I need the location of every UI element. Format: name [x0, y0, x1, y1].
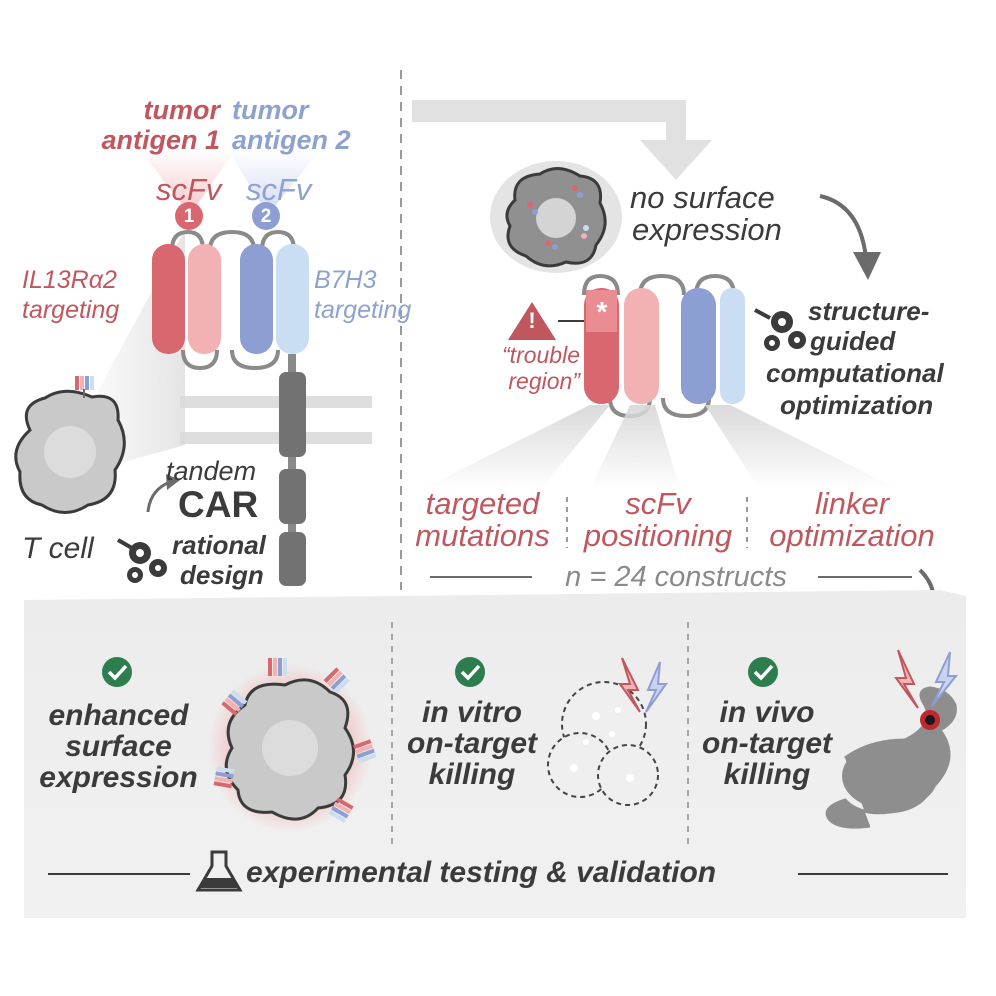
curve-arrow-icon: [819, 194, 868, 259]
check-icon: [748, 657, 778, 687]
strategy-1-line2: mutations: [415, 518, 550, 553]
il13-target-line2: targeting: [22, 296, 120, 324]
killed-cells-icon: [547, 681, 659, 806]
membrane-top: [180, 396, 372, 408]
lightning-icon: [894, 649, 959, 709]
badge-2-number: 2: [260, 206, 272, 227]
antigen2-label: antigen 2: [232, 125, 351, 155]
optimization-line4: optimization: [780, 390, 934, 420]
expressing-cell-icon: [208, 658, 377, 832]
membrane-bottom: [180, 432, 372, 444]
car-label: CAR: [178, 484, 259, 525]
tandem-label: tandem: [166, 456, 257, 486]
badge-2-icon: [252, 202, 280, 230]
result-1-line3: expression: [39, 761, 198, 794]
result-2-line1: in vitro: [421, 696, 522, 729]
no-surface-line2: expression: [632, 212, 782, 247]
result-1-line2: surface: [65, 730, 172, 763]
strategy-2-line2: positioning: [583, 518, 733, 553]
problem-cell-icon: [490, 161, 622, 273]
constructs-count: n = 24 constructs: [565, 561, 787, 593]
result-3-line3: killing: [723, 758, 811, 791]
check-icon: [102, 657, 132, 687]
strategy-1-line1: targeted: [425, 486, 540, 521]
flow-arrow-icon: [412, 100, 712, 180]
optimization-line2: guided: [810, 326, 896, 356]
result-3-line1: in vivo: [719, 696, 815, 729]
strategy-3-line1: linker: [814, 486, 890, 521]
trouble-asterisk: *: [596, 296, 608, 327]
result-3-line2: on-target: [702, 727, 832, 760]
strategy-3-line2: optimization: [769, 518, 935, 553]
il13-target-line1: IL13Rα2: [22, 266, 117, 294]
badge-1-number: 1: [183, 206, 195, 227]
badge-1-icon: [175, 202, 203, 230]
scfv-1-label: scFv: [156, 172, 222, 207]
lightning-icon: [618, 657, 668, 713]
antigen1-beam: [140, 150, 235, 215]
antigen1-label: antigen 1: [101, 125, 220, 155]
t-cell-icon: [14, 376, 126, 514]
warning-glyph: !: [528, 308, 536, 333]
flask-icon: [195, 850, 243, 892]
check-icon: [455, 657, 485, 687]
right-car-construct: [582, 273, 745, 419]
rational-label: rational: [172, 530, 266, 560]
result-2-line3: killing: [428, 758, 516, 791]
result-1-line1: enhanced: [48, 699, 189, 732]
no-surface-line1: no surface: [630, 180, 775, 215]
mouse-icon: [825, 686, 957, 829]
footer-title: experimental testing & validation: [246, 856, 717, 889]
gear-icon: [117, 538, 167, 583]
trouble-region-line1: “trouble: [502, 342, 580, 368]
result-2-line2: on-target: [407, 727, 537, 760]
strategy-2-line1: scFv: [625, 486, 691, 521]
trouble-region-line2: region”: [508, 368, 580, 394]
antigen2-beam: [228, 150, 320, 215]
optimization-line1: structure-: [808, 296, 930, 326]
t-cell-label: T cell: [22, 532, 94, 565]
b7h3-target-line2: targeting: [314, 296, 412, 324]
gear-icon: [754, 308, 806, 351]
antigen2-tumor: tumor: [232, 95, 309, 125]
design-label: design: [180, 560, 264, 590]
optimization-line3: computational: [766, 358, 944, 388]
antigen1-tumor: tumor: [143, 95, 221, 125]
warning-icon: [508, 302, 584, 340]
tandem-car-construct: [152, 229, 309, 586]
b7h3-target-line1: B7H3: [314, 266, 377, 294]
scfv-2-label: scFv: [246, 172, 312, 207]
